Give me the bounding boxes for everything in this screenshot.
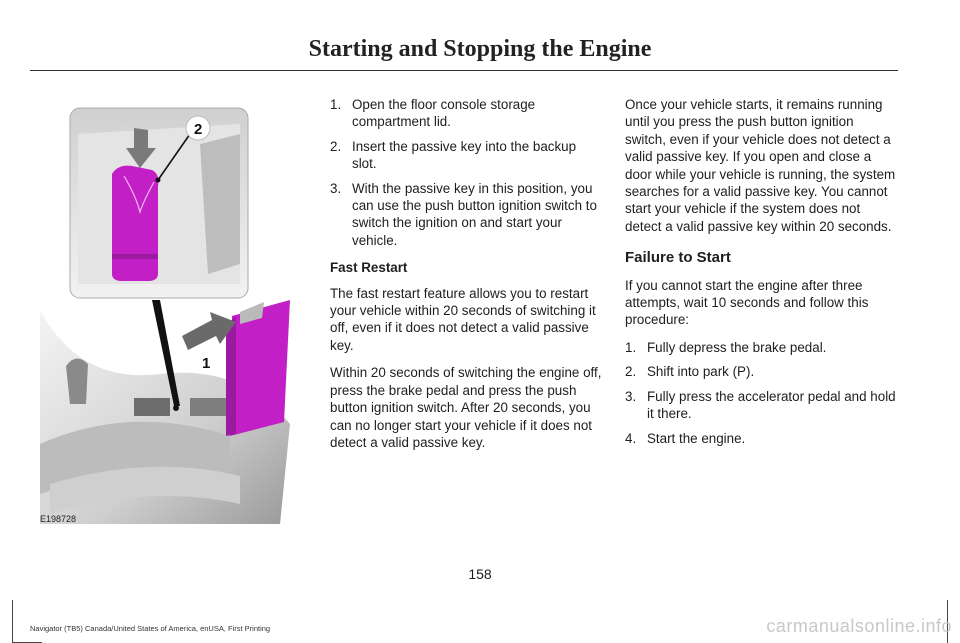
right-column: Once your vehicle starts, it remains run…	[625, 96, 897, 457]
console-illustration: 2 1	[40, 107, 290, 524]
console-steps-list: 1.Open the floor console storage compart…	[330, 96, 602, 249]
down-arrow-icon	[126, 128, 156, 168]
subheading-fast-restart: Fast Restart	[330, 260, 408, 276]
list-item: 3.With the passive key in this position,…	[330, 180, 597, 248]
pointer-line	[152, 300, 180, 406]
list-item: 2.Shift into park (P).	[625, 364, 755, 380]
crop-mark	[947, 600, 948, 643]
paragraph: Once your vehicle starts, it remains run…	[625, 97, 896, 234]
page-header-title: Starting and Stopping the Engine	[308, 36, 652, 62]
paragraph: The fast restart feature allows you to r…	[330, 285, 596, 353]
storage-lid	[230, 300, 290, 436]
paragraph: Within 20 seconds of switching the engin…	[330, 365, 602, 450]
list-item: 1.Open the floor console storage compart…	[330, 97, 536, 130]
page-number: 158	[468, 566, 492, 582]
illustration: 2 1 E198728	[40, 104, 300, 530]
header-rule	[30, 70, 898, 71]
list-item: 3.Fully press the accelerator pedal and …	[625, 388, 896, 422]
list-item: 2.Insert the passive key into the backup…	[330, 138, 577, 172]
watermark: carmanualsonline.info	[766, 616, 952, 636]
footer-text: Navigator (TB5) Canada/United States of …	[30, 624, 271, 633]
console-main	[40, 300, 290, 524]
callout-2: 2	[194, 121, 202, 138]
list-item: 4.Start the engine.	[625, 430, 746, 446]
figure-code: E198728	[40, 514, 77, 524]
callout-1: 1	[202, 355, 210, 372]
paragraph: If you cannot start the engine after thr…	[625, 277, 869, 328]
inset-detail	[69, 107, 249, 299]
heading-failure-to-start: Failure to Start	[625, 249, 731, 267]
crop-mark	[12, 600, 13, 643]
list-item: 1.Fully depress the brake pedal.	[625, 339, 827, 355]
failure-steps-list: 1.Fully depress the brake pedal. 2.Shift…	[625, 339, 897, 447]
passive-key	[112, 165, 159, 281]
middle-column: 1.Open the floor console storage compart…	[330, 96, 602, 461]
right-arrow-icon	[182, 312, 236, 350]
